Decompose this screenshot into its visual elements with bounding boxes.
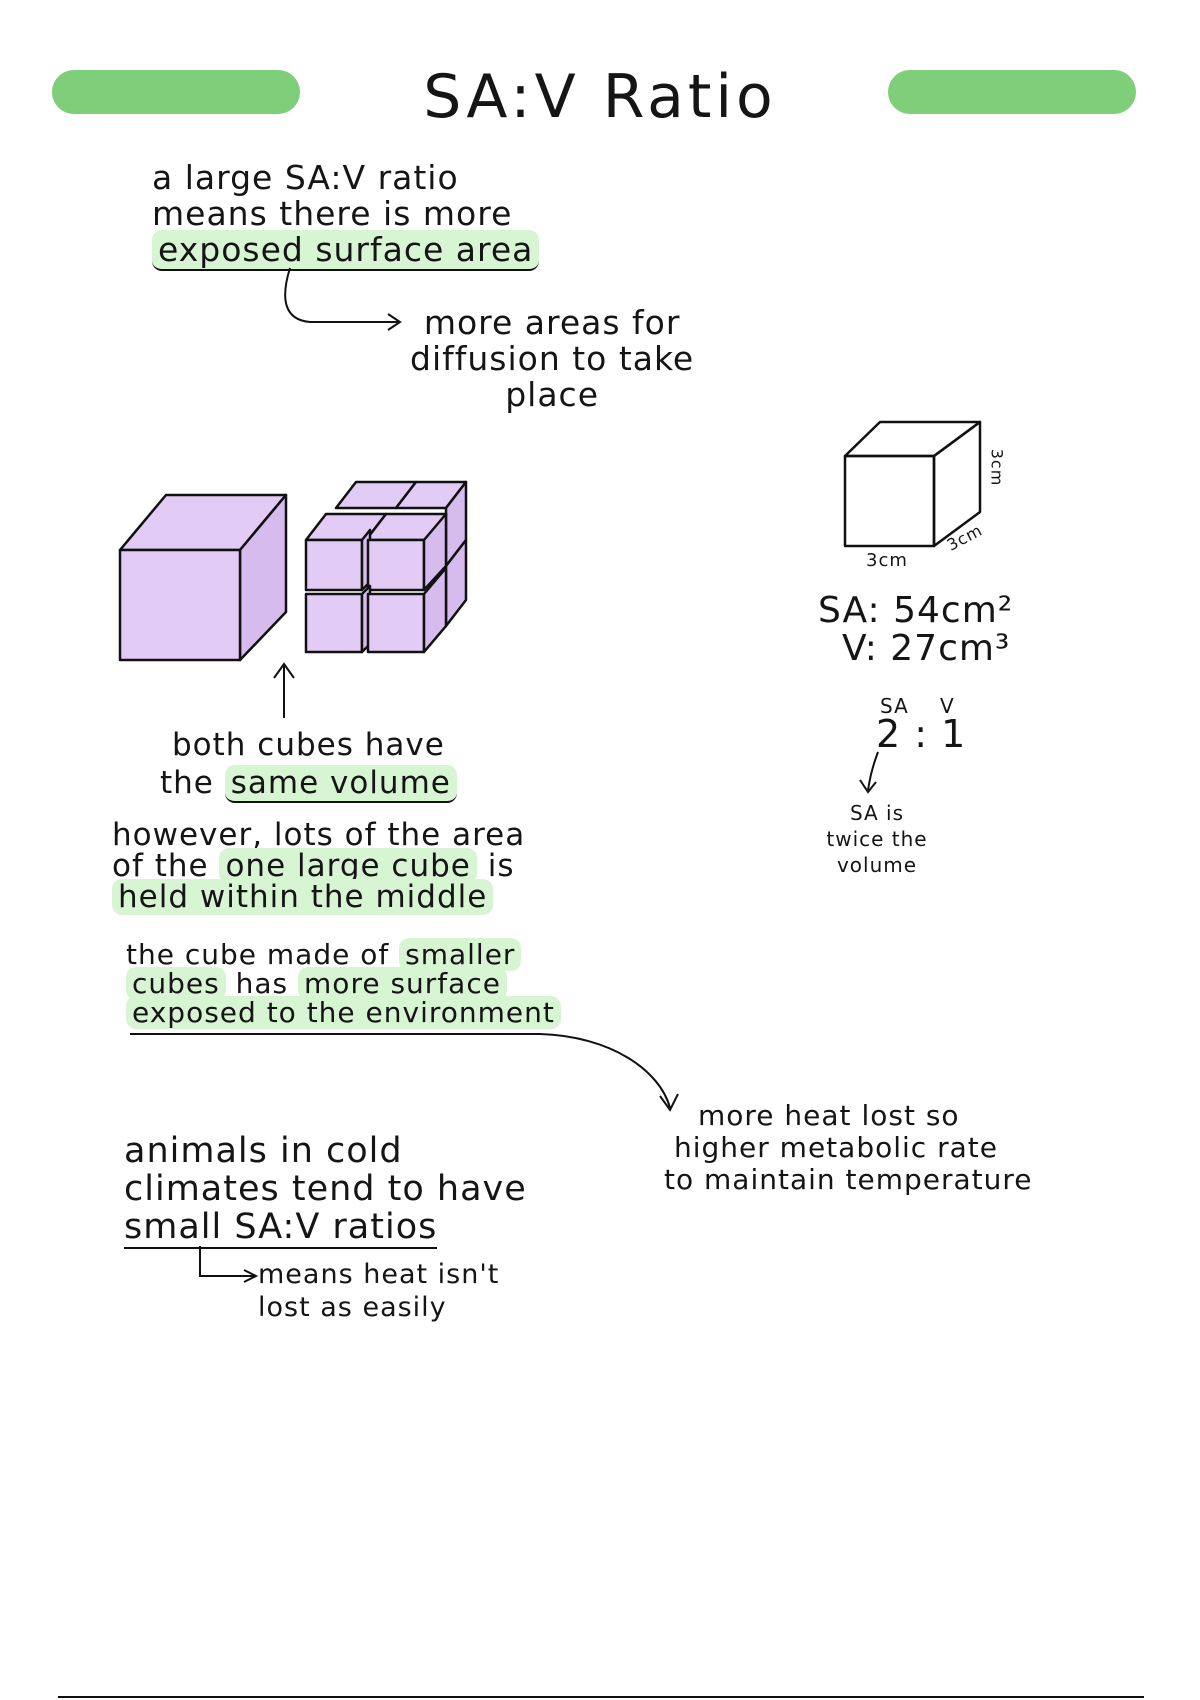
small-ratio-underline: small SA:V ratios [124, 1207, 438, 1249]
page-title: SA:V Ratio [423, 62, 777, 132]
same-volume-highlight: same volume [224, 765, 457, 803]
held-within-highlight: held within the middle [112, 879, 494, 915]
smaller-line-2: cubes has more surface [126, 967, 561, 1000]
one-large-cube-highlight: one large cube [219, 848, 477, 884]
heat-note-line-2: higher metabolic rate [674, 1131, 998, 1164]
more-surface-highlight: more surface [298, 967, 507, 1000]
ratio-note-line-1: SA is [849, 801, 905, 825]
smaller-cubes-text: the cube made of smaller cubes has more … [126, 938, 561, 1029]
smaller-highlight: smaller [399, 938, 522, 971]
arrow-note-line-3: place [505, 375, 600, 414]
smaller-line-3: exposed to the environment [126, 996, 561, 1029]
heat-note: more heat lost so higher metabolic rate … [664, 1100, 1033, 1196]
intro-line-3: exposed surface area [152, 230, 540, 271]
large-cube [118, 493, 288, 662]
cubes-note-line-1: both cubes have [172, 727, 445, 763]
however-line-2: of the one large cube is [112, 848, 515, 884]
volume-value: V: 27cm³ [842, 628, 1011, 669]
up-arrow [273, 662, 295, 718]
cold-line-1: animals in cold [124, 1131, 403, 1171]
heat-note-line-1: more heat lost so [698, 1099, 960, 1132]
intro-text: a large SA:V ratio means there is more e… [152, 158, 540, 271]
intro-line-2: means there is more [152, 194, 513, 233]
ratio-value: 2 : 1 [876, 712, 967, 756]
small-cubes [304, 480, 468, 654]
cold-note-line-1: means heat isn't [258, 1259, 500, 1290]
ratio-note-line-2: twice the [826, 827, 928, 851]
ratio-header-sa: SA [880, 694, 909, 718]
however-line-1: however, lots of the area [112, 817, 526, 853]
cubes-note: both cubes have the same volume [160, 726, 457, 803]
however-line-3: held within the middle [112, 879, 525, 915]
arrow-note-line-2: diffusion to take [410, 339, 695, 378]
cold-climates-text: animals in cold climates tend to have sm… [124, 1131, 527, 1249]
cubes-highlight: cubes [126, 967, 226, 1000]
header-decoration-left [52, 70, 300, 114]
intro-line-1: a large SA:V ratio [152, 158, 459, 197]
smaller-line-1: the cube made of smaller [126, 938, 561, 971]
intro-arrow-note: more areas for diffusion to take place [410, 305, 694, 413]
cold-line-2: climates tend to have [124, 1169, 527, 1209]
cold-arrow-note: means heat isn't lost as easily [258, 1258, 499, 1324]
example-cube-front-dimension: 3cm [866, 550, 908, 571]
intro-highlight: exposed surface area [152, 230, 540, 271]
ratio-note-line-3: volume [836, 853, 918, 877]
arrow-note-line-1: more areas for [423, 303, 681, 342]
cold-note-line-2: lost as easily [258, 1292, 447, 1323]
header-decoration-right [888, 70, 1136, 114]
ratio-note: SA is twice the volume [812, 800, 942, 878]
surface-area-value: SA: 54cm² [818, 590, 1014, 631]
cold-line-3: small SA:V ratios [124, 1207, 527, 1249]
bottom-divider [58, 1696, 1144, 1698]
ratio-header-v: V [940, 694, 955, 718]
exposed-highlight: exposed to the environment [126, 996, 561, 1029]
however-text: however, lots of the area of the one lar… [112, 817, 526, 915]
heat-note-line-3: to maintain temperature [664, 1163, 1033, 1196]
cubes-note-line-2: the same volume [160, 764, 457, 803]
